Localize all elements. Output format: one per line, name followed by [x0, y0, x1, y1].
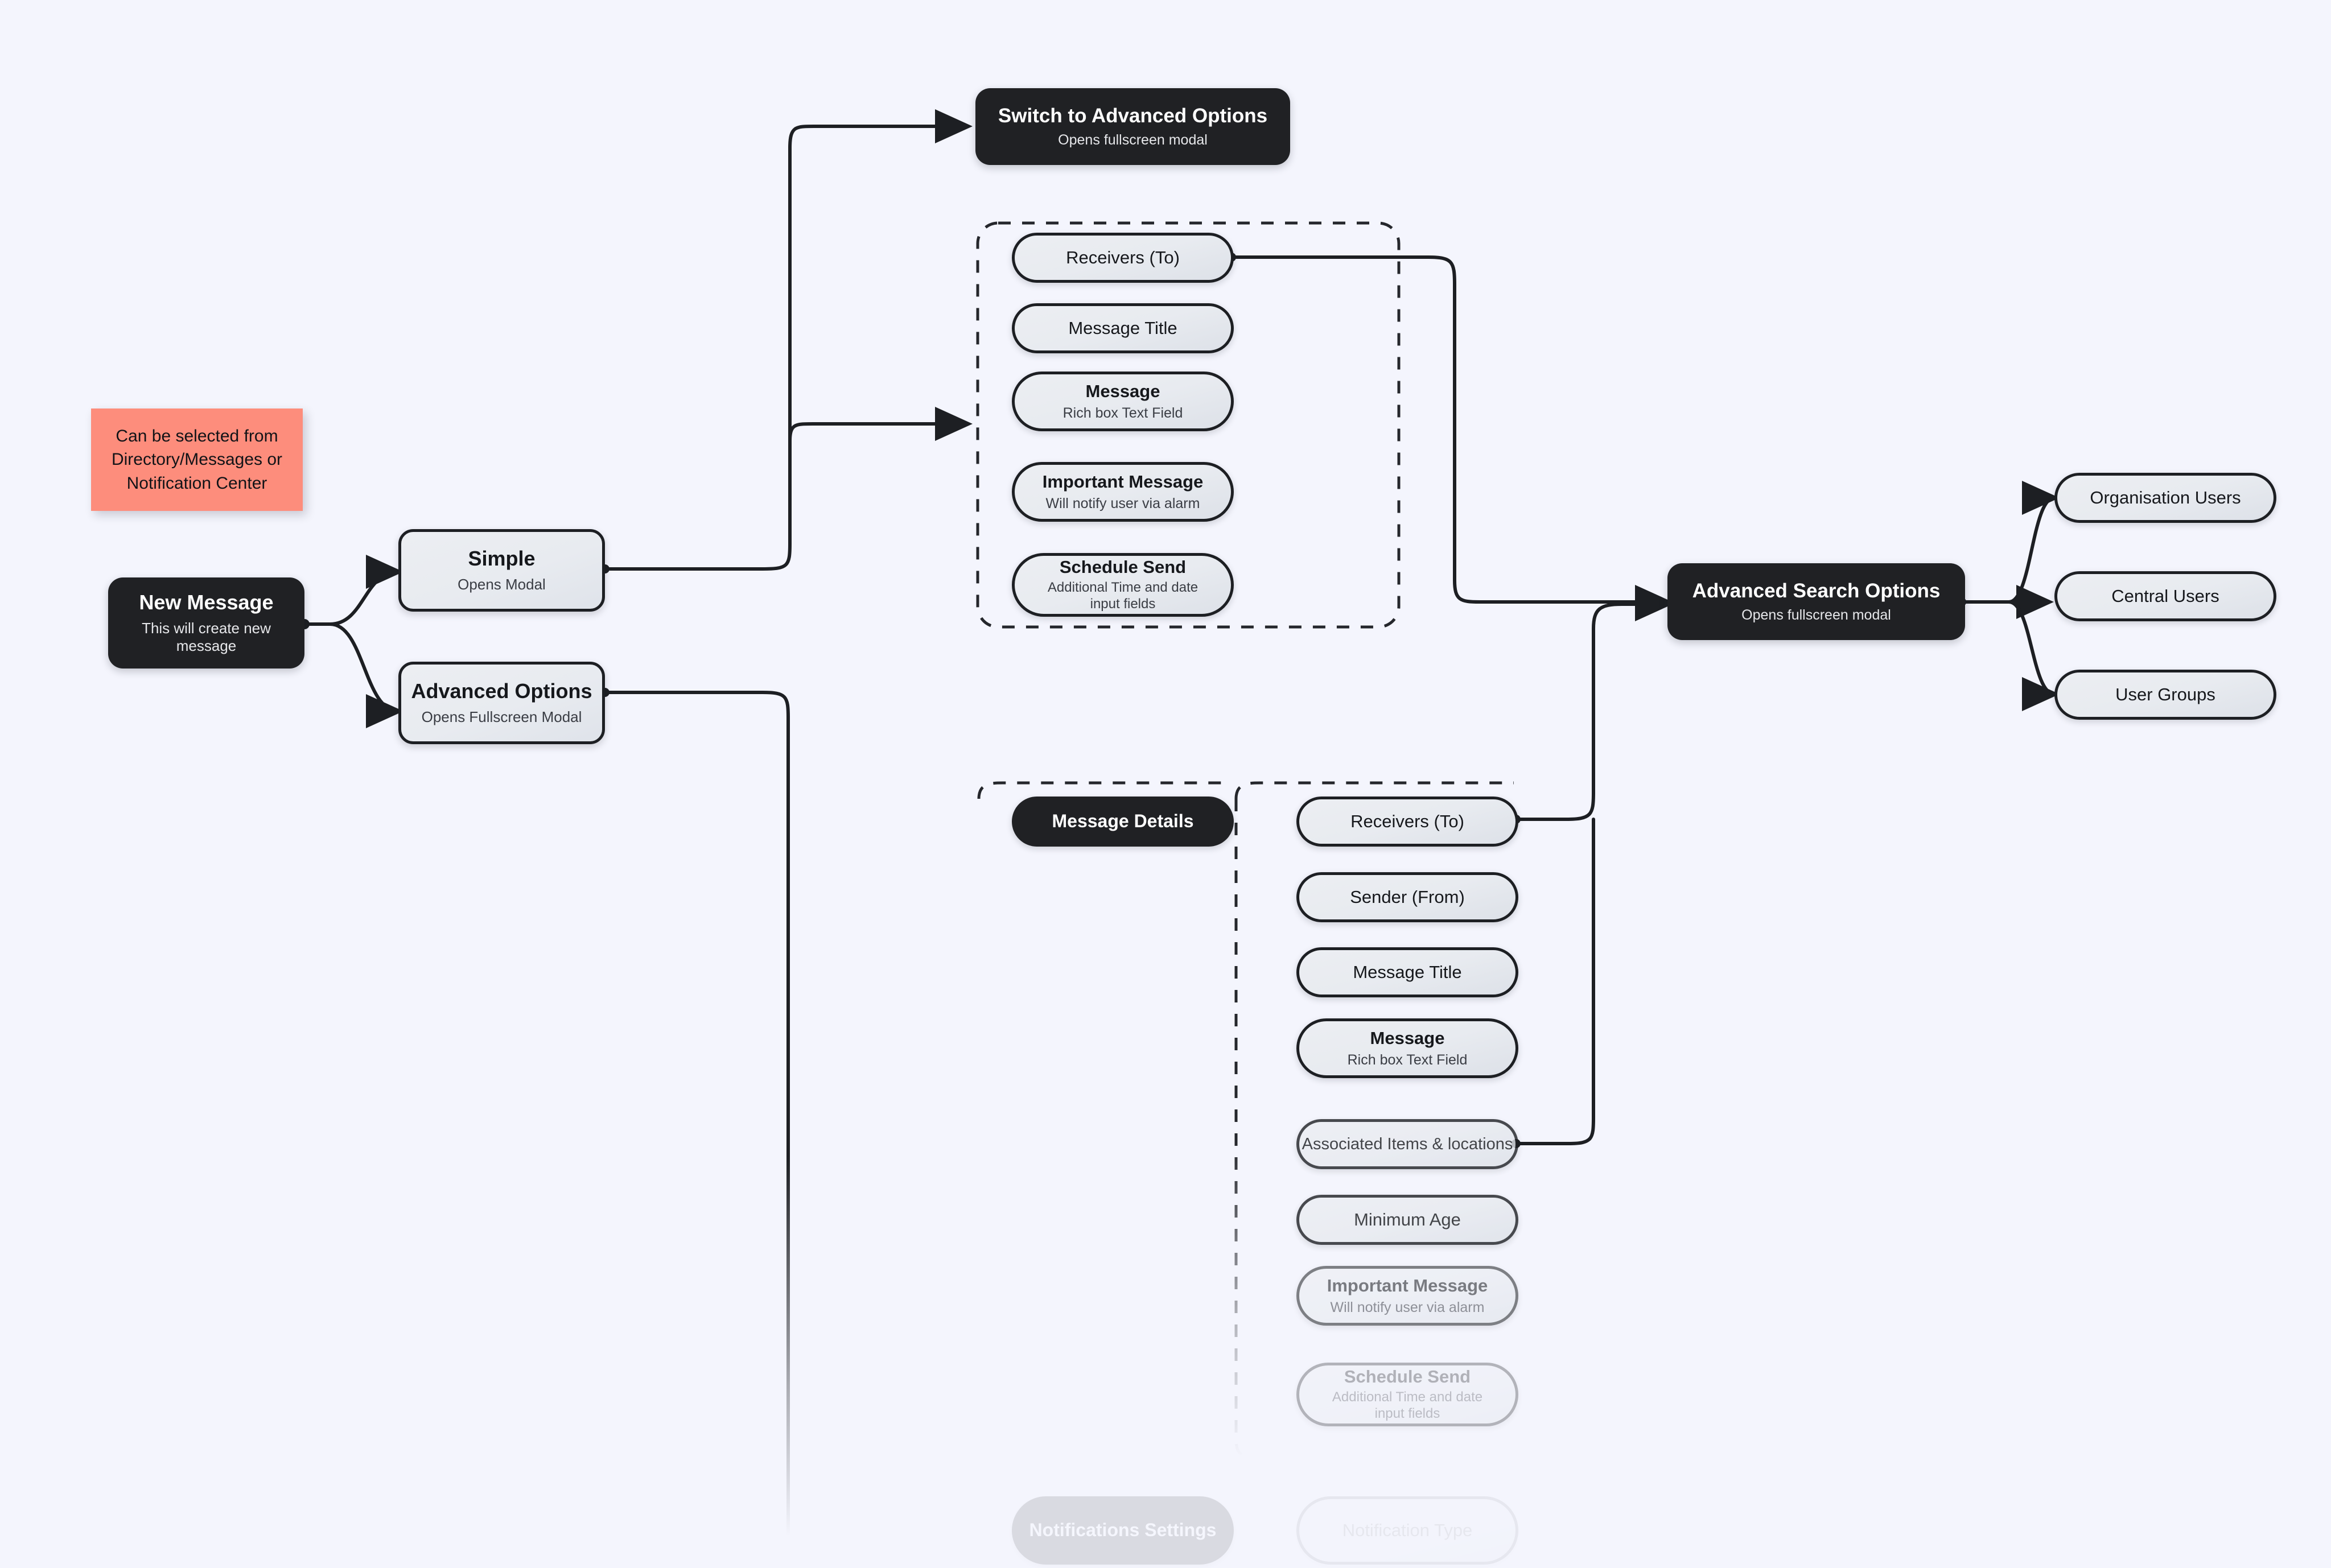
node-advanced-search-subtitle: Opens fullscreen modal [1741, 607, 1891, 624]
field-minimum-age[interactable]: Minimum Age [1296, 1195, 1518, 1245]
target-title: Organisation Users [2090, 487, 2241, 507]
field-subtitle: Additional Time and date input fields [1047, 580, 1199, 612]
target-central-users[interactable]: Central Users [2054, 571, 2276, 621]
field-title: Receivers (To) [1350, 811, 1464, 831]
field-title: Important Message [1327, 1275, 1488, 1295]
edge-root-to-advanced [328, 622, 403, 728]
field-subtitle: Additional Time and date input fields [1332, 1389, 1483, 1422]
node-advanced-search-title: Advanced Search Options [1692, 580, 1941, 603]
node-simple[interactable]: Simple Opens Modal [398, 529, 605, 612]
node-advanced-search-options[interactable]: Advanced Search Options Opens fullscreen… [1667, 563, 1965, 640]
node-switch-subtitle: Opens fullscreen modal [1058, 132, 1208, 148]
target-title: User Groups [2115, 684, 2215, 704]
field-sender-from[interactable]: Sender (From) [1296, 872, 1518, 922]
field-title: Message Title [1353, 962, 1462, 982]
field-title: Notification Type [1342, 1520, 1473, 1540]
node-switch-title: Switch to Advanced Options [998, 105, 1268, 127]
field-receivers-to-advanced[interactable]: Receivers (To) [1296, 797, 1518, 847]
node-message-details-title: Message Details [1052, 811, 1194, 832]
node-simple-subtitle: Opens Modal [458, 575, 546, 593]
field-notification-type[interactable]: Notification Type [1296, 1496, 1518, 1565]
edge-associated-to-trunk [1514, 818, 1595, 1145]
field-message-simple[interactable]: Message Rich box Text Field [1012, 372, 1234, 431]
node-advanced-options-subtitle: Opens Fullscreen Modal [421, 708, 582, 725]
edge-advanced-down [603, 691, 790, 1538]
node-advanced-options[interactable]: Advanced Options Opens Fullscreen Modal [398, 662, 605, 744]
field-title: Message [1085, 381, 1160, 401]
field-title: Message Title [1068, 317, 1177, 338]
node-new-message[interactable]: New Message This will create new message [108, 577, 304, 669]
target-user-groups[interactable]: User Groups [2054, 670, 2276, 720]
field-important-message-simple[interactable]: Important Message Will notify user via a… [1012, 462, 1234, 522]
edge-simple-to-switch [788, 109, 973, 545]
edge-simple-out [603, 542, 792, 571]
sticky-note-text: Can be selected from Directory/Messages … [111, 426, 283, 493]
node-message-details[interactable]: Message Details [1012, 797, 1234, 847]
node-new-message-subtitle: This will create new message [142, 619, 271, 655]
node-notifications-settings[interactable]: Notifications Settings [1012, 1496, 1234, 1565]
edge-search-to-groups [1960, 600, 2060, 711]
field-message-title-advanced[interactable]: Message Title [1296, 947, 1518, 997]
field-message-title-simple[interactable]: Message Title [1012, 303, 1234, 353]
field-important-message-advanced[interactable]: Important Message Will notify user via a… [1296, 1266, 1518, 1326]
field-subtitle: Rich box Text Field [1062, 405, 1183, 421]
node-switch-to-advanced[interactable]: Switch to Advanced Options Opens fullscr… [975, 88, 1290, 165]
sticky-note: Can be selected from Directory/Messages … [91, 408, 303, 511]
field-title: Important Message [1042, 471, 1204, 492]
edge-root-to-simple [328, 555, 403, 626]
field-title: Schedule Send [1059, 557, 1187, 577]
edge-adv-receivers-to-search [1514, 587, 1673, 821]
edge-receivers-to-search [1230, 255, 1673, 619]
field-schedule-send-advanced[interactable]: Schedule Send Additional Time and date i… [1296, 1363, 1518, 1426]
node-simple-title: Simple [468, 547, 536, 571]
field-title: Sender (From) [1350, 886, 1465, 907]
field-title: Receivers (To) [1066, 247, 1180, 267]
field-receivers-to-simple[interactable]: Receivers (To) [1012, 233, 1234, 283]
field-subtitle: Will notify user via alarm [1330, 1299, 1485, 1315]
field-schedule-send-simple[interactable]: Schedule Send Additional Time and date i… [1012, 553, 1234, 617]
field-message-advanced[interactable]: Message Rich box Text Field [1296, 1018, 1518, 1078]
field-subtitle: Will notify user via alarm [1045, 495, 1200, 511]
node-new-message-title: New Message [139, 591, 274, 614]
field-associated-items-locations[interactable]: Associated Items & locations [1296, 1119, 1518, 1169]
node-notifications-settings-title: Notifications Settings [1029, 1520, 1217, 1541]
field-title: Schedule Send [1344, 1367, 1471, 1387]
edge-simple-to-fields [788, 407, 973, 545]
node-advanced-options-title: Advanced Options [411, 679, 592, 703]
target-organisation-users[interactable]: Organisation Users [2054, 473, 2276, 523]
field-subtitle: Rich box Text Field [1347, 1051, 1468, 1068]
field-title: Associated Items & locations [1302, 1134, 1513, 1153]
field-title: Message [1370, 1028, 1445, 1048]
edge-search-to-org [1960, 481, 2060, 604]
field-title: Minimum Age [1354, 1209, 1461, 1229]
target-title: Central Users [2111, 585, 2219, 606]
